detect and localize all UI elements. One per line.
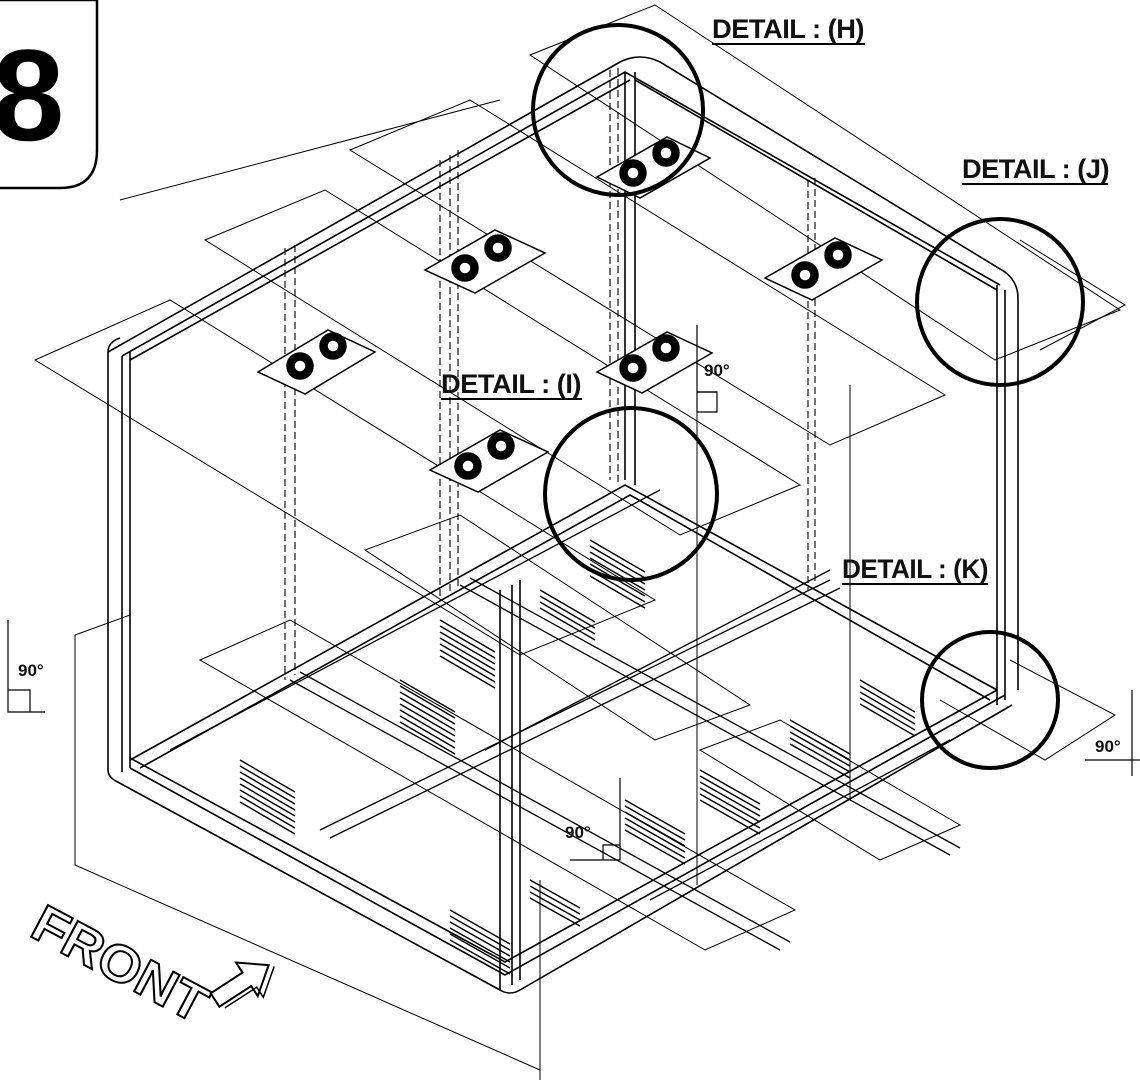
cabinet-frame	[107, 56, 1019, 994]
vent-group	[439, 619, 496, 689]
twin-fan-icon	[595, 331, 714, 394]
vent-group	[399, 679, 456, 755]
vent-slots	[239, 539, 916, 975]
detail-j-label: DETAIL : (J)	[962, 154, 1109, 184]
angle-left-mark	[7, 620, 45, 713]
detail-i-circle	[543, 406, 719, 582]
angle-markers	[7, 325, 1140, 861]
angle-top-mark	[696, 325, 718, 413]
vent-group	[529, 879, 581, 927]
detail-k-label: DETAIL : (K)	[842, 554, 988, 584]
detail-k-circle	[920, 630, 1060, 770]
twin-fan-icon	[595, 136, 712, 199]
detail-h-circle	[531, 23, 705, 197]
vent-group	[624, 799, 686, 865]
detail-circles	[531, 23, 1085, 770]
angle-top-label: 90°	[704, 361, 730, 380]
angle-bottom-label: 90°	[565, 823, 591, 842]
detail-j-circle	[915, 217, 1085, 387]
detail-labels: DETAIL : (H) DETAIL : (I) DETAIL : (J) D…	[441, 14, 1110, 585]
vent-group	[539, 589, 596, 641]
angle-right-mark	[1085, 690, 1140, 776]
step-number: 8	[0, 22, 64, 168]
reference-lines	[119, 99, 851, 1080]
vent-group	[789, 719, 851, 779]
twin-fan-icon	[763, 237, 884, 301]
vent-group	[699, 769, 761, 835]
angle-right-label: 90°	[1095, 737, 1121, 756]
vent-group	[859, 679, 916, 737]
detail-i-label: DETAIL : (I)	[441, 369, 581, 399]
front-indicator: FRONT	[21, 893, 275, 1036]
floor-rails	[169, 489, 961, 951]
detail-h-label: DETAIL : (H)	[712, 14, 864, 44]
angle-labels: 90° 90° 90° 90°	[18, 361, 1121, 842]
arrow-right-icon	[209, 961, 275, 1009]
angle-bottom-mark	[570, 778, 621, 861]
angle-left-label: 90°	[18, 661, 44, 680]
twin-fan-icon	[428, 429, 550, 493]
twin-fan-icon	[256, 329, 377, 395]
step-badge: 8	[0, 0, 99, 190]
fan-units	[256, 136, 884, 493]
twin-fan-icon	[423, 229, 547, 294]
vent-group	[239, 759, 296, 835]
vent-group	[449, 909, 511, 975]
